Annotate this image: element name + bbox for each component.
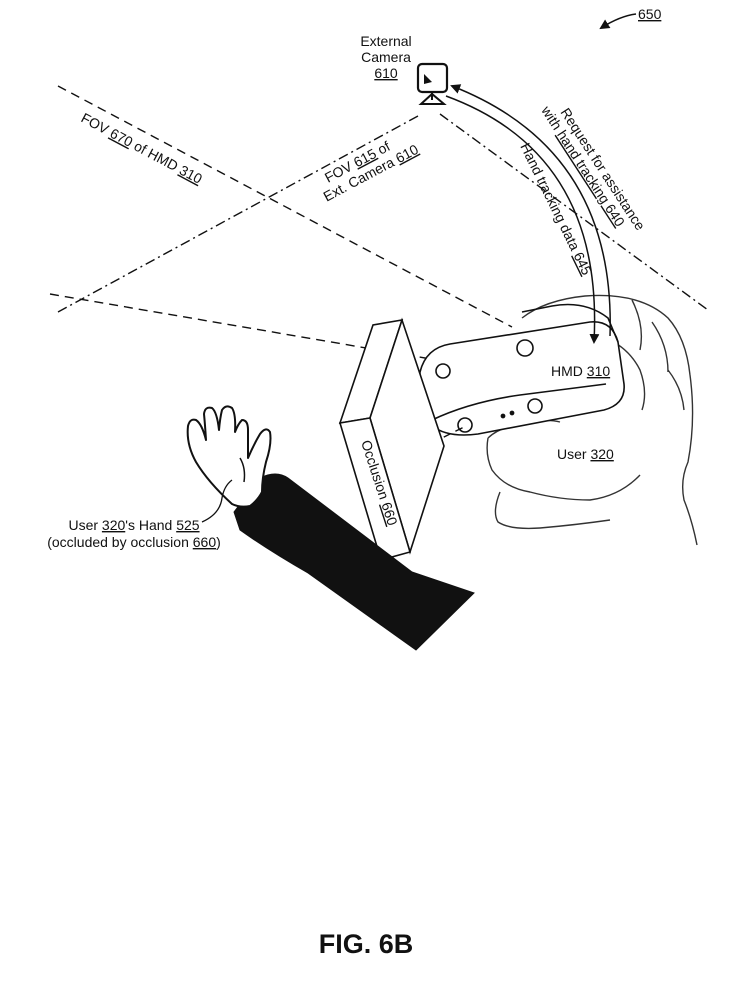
hmd-sensor-top	[516, 339, 534, 357]
occlusion-front-face	[338, 417, 412, 561]
hmd-dot-1	[500, 413, 506, 419]
fov-hmd-upper-line	[57, 85, 513, 328]
figure-caption: FIG. 6B	[319, 929, 414, 959]
request-arrow-640	[450, 84, 611, 337]
figure-ref-650: 650	[599, 6, 662, 30]
external-camera-label-line2: Camera	[361, 49, 411, 65]
external-camera	[416, 62, 449, 105]
chin-outline	[494, 491, 611, 530]
fov-hmd-label: FOV 670 of HMD 310	[79, 110, 206, 187]
fov-camera-right-line	[439, 113, 709, 311]
user-label: User 320	[557, 446, 614, 462]
hmd-dot-2	[509, 410, 515, 416]
hmd-strap	[609, 339, 646, 411]
hand-label-line2: (occluded by occlusion 660)	[47, 534, 221, 550]
hand-label-line1: User 320's Hand 525	[68, 517, 199, 533]
fov-camera-left-line	[57, 115, 419, 313]
hmd-sensor-bottom-right	[527, 398, 543, 414]
hmd-top-edge	[521, 303, 619, 343]
user-hand	[186, 405, 272, 508]
figure-ref-arrow	[599, 13, 637, 30]
hmd-label: HMD 310	[551, 363, 610, 379]
camera-body	[416, 62, 449, 94]
svg-text:Request for assistance: Request for assistance	[557, 105, 648, 233]
tracking-data-arrow-645	[445, 95, 600, 344]
external-camera-label-line1: External	[360, 33, 411, 49]
hmd-bottom-edge	[431, 383, 607, 421]
hand-shape	[186, 405, 272, 508]
camera-icon	[424, 74, 432, 84]
figure-ref-label: 650	[638, 6, 662, 22]
user-arm-sleeve	[233, 473, 475, 651]
hmd-sensor-bottom-left	[457, 417, 473, 433]
hair-strands	[631, 299, 685, 411]
hmd-headset	[418, 303, 625, 436]
palm-line	[239, 457, 246, 483]
hmd-sensor-left	[435, 363, 451, 379]
head-back-outline	[521, 294, 698, 546]
fov-camera-lines	[57, 113, 709, 313]
communication-arcs	[445, 84, 611, 344]
external-camera-label-ref: 610	[374, 65, 398, 81]
occlusion-block	[338, 317, 445, 561]
fov-camera-label: FOV 615 of Ext. Camera 610	[321, 138, 421, 205]
hand-leader-line	[201, 479, 233, 523]
